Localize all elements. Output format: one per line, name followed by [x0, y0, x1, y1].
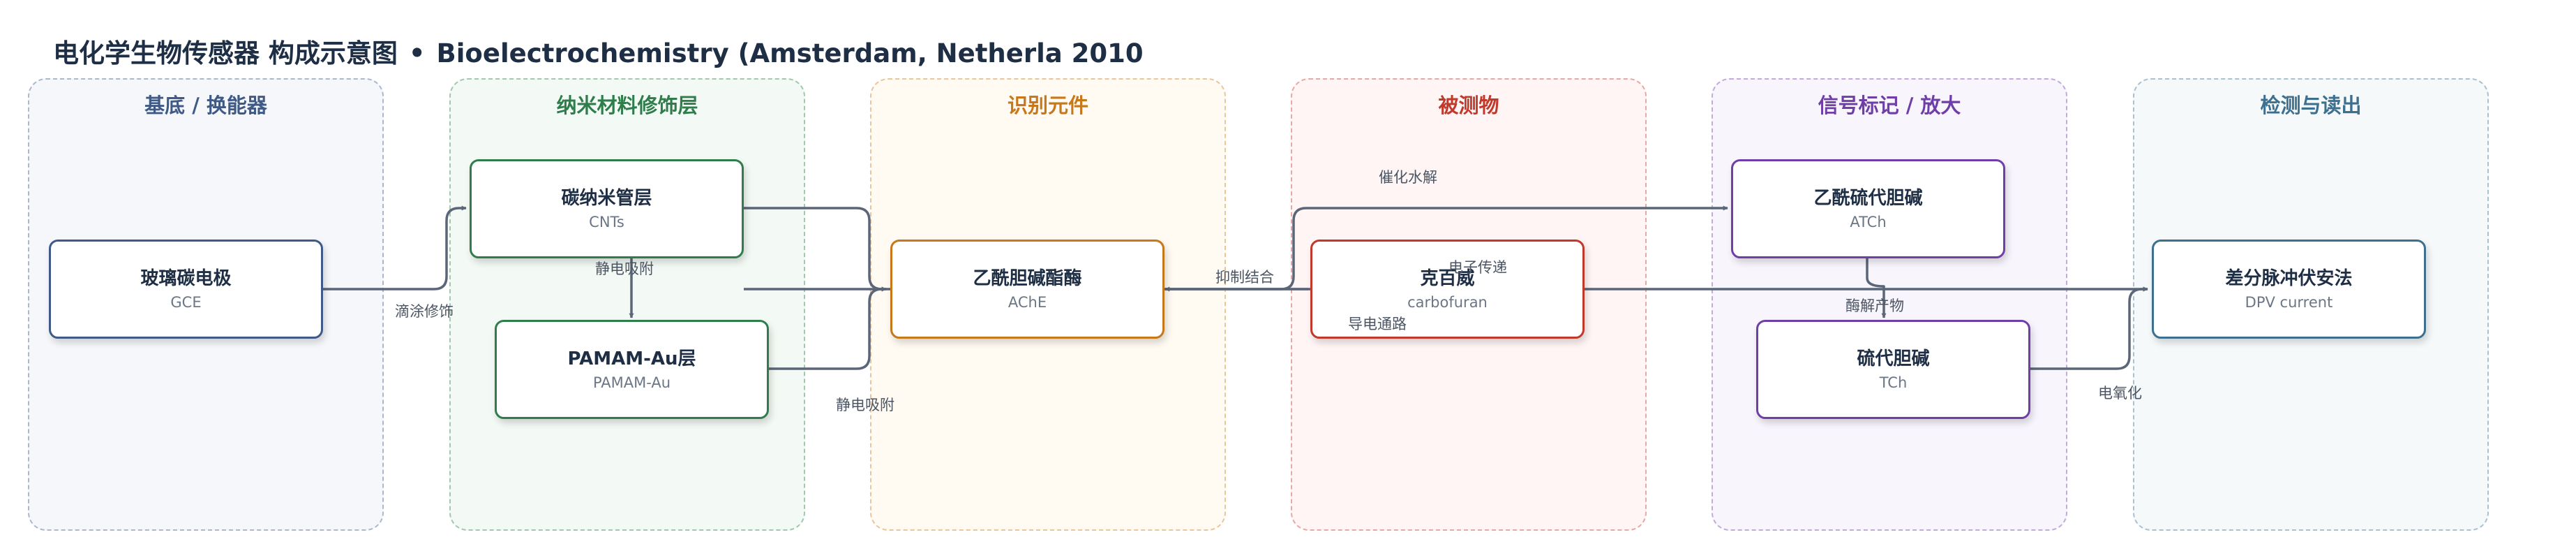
node-atch[interactable]: 乙酰硫代胆碱 ATCh	[1731, 159, 2005, 258]
edge-gce-cnts	[323, 205, 467, 291]
lane-title-recognition: 识别元件	[1007, 94, 1088, 117]
lane-title-detection: 检测与读出	[2260, 94, 2362, 117]
node-tch[interactable]: 硫代胆碱 TCh	[1756, 320, 2030, 419]
title-separator: •	[408, 38, 426, 68]
node-pamam-au-label: PAMAM-Au层	[567, 348, 696, 369]
node-cnts-sub: CNTs	[589, 214, 624, 231]
node-tch-label: 硫代胆碱	[1857, 348, 1930, 369]
edge-cnts-ache	[744, 207, 887, 292]
node-tch-sub: TCh	[1879, 374, 1908, 392]
edge-label-ache-atch: 催化水解	[1379, 169, 1437, 186]
node-carbofuran-label: 克百威	[1420, 267, 1475, 289]
edge-label-atch-tch: 酶解产物	[1845, 297, 1904, 314]
node-pamam-au-sub: PAMAM-Au	[592, 374, 671, 392]
lane-nano-material: 纳米材料修饰层	[449, 78, 805, 531]
edge-pamam-ache	[769, 286, 887, 370]
node-ache-label: 乙酰胆碱酯酶	[973, 267, 1082, 289]
edge-label-cnts-pamam: 静电吸附	[595, 260, 654, 277]
lane-title-nano-material: 纳米材料修饰层	[556, 94, 698, 117]
node-gce-sub: GCE	[170, 294, 202, 311]
node-dpv[interactable]: 差分脉冲伏安法 DPV current	[2152, 240, 2426, 339]
edge-label-carbofuran-ache: 抑制结合	[1215, 269, 1274, 286]
node-ache-sub: AChE	[1008, 294, 1047, 311]
node-atch-sub: ATCh	[1850, 214, 1887, 231]
node-cnts[interactable]: 碳纳米管层 CNTs	[470, 159, 744, 258]
edge-label-tch-dpv: 电氧化	[2098, 385, 2142, 402]
node-dpv-sub: DPV current	[2245, 294, 2333, 311]
node-ache[interactable]: 乙酰胆碱酯酶 AChE	[890, 240, 1165, 339]
node-carbofuran[interactable]: 克百威 carbofuran	[1310, 240, 1585, 339]
title-source: Bioelectrochemistry (Amsterdam, Netherla…	[436, 38, 1144, 68]
edge-tch-dpv	[2030, 286, 2148, 370]
node-dpv-label: 差分脉冲伏安法	[2225, 267, 2353, 289]
lane-title-substrate: 基底 / 换能器	[144, 94, 267, 117]
node-gce[interactable]: 玻璃碳电极 GCE	[49, 240, 323, 339]
edge-atch-tch	[1866, 257, 1887, 318]
lane-title-analyte: 被测物	[1438, 94, 1499, 117]
page-title: 电化学生物传感器 构成示意图 • Bioelectrochemistry (Amst…	[53, 32, 1144, 70]
edge-label-cnts-dpv-path: 导电通路	[1348, 316, 1407, 332]
node-cnts-label: 碳纳米管层	[561, 187, 652, 209]
node-carbofuran-sub: carbofuran	[1407, 294, 1488, 311]
edge-label-pamam-ache: 静电吸附	[836, 397, 894, 413]
title-main: 电化学生物传感器 构成示意图	[53, 38, 398, 68]
node-pamam-au[interactable]: PAMAM-Au层 PAMAM-Au	[495, 320, 769, 419]
node-gce-label: 玻璃碳电极	[140, 267, 232, 289]
edge-label-gce-cnts: 滴涂修饰	[395, 303, 454, 320]
edge-label-cnts-dpv-transfer: 电子传递	[1448, 259, 1507, 276]
lane-signal: 信号标记 / 放大	[1712, 78, 2067, 531]
node-atch-label: 乙酰硫代胆碱	[1813, 187, 1923, 209]
lane-title-signal: 信号标记 / 放大	[1818, 94, 1961, 117]
